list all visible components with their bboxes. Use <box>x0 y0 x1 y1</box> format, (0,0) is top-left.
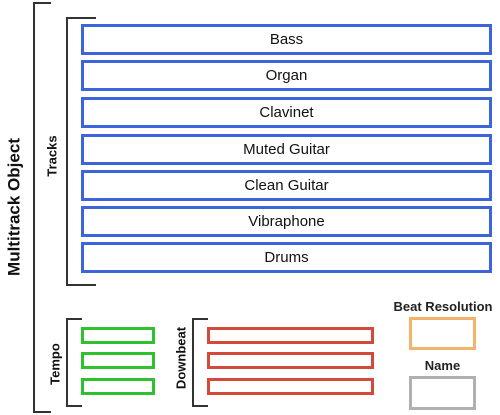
track-drums: Drums <box>81 242 492 273</box>
tracks-label: Tracks <box>44 135 60 177</box>
beat-resolution-box <box>409 317 476 350</box>
track-vibraphone: Vibraphone <box>81 206 492 237</box>
name-box <box>409 376 476 410</box>
track-muted-guitar: Muted Guitar <box>81 134 492 165</box>
track-organ: Organ <box>81 60 492 91</box>
track-clavinet: Clavinet <box>81 97 492 128</box>
beat-resolution-label: Beat Resolution <box>393 299 493 314</box>
downbeat-bracket <box>192 318 208 407</box>
tempo-box <box>81 378 155 395</box>
downbeat-label: Downbeat <box>173 326 189 390</box>
multitrack-bracket <box>33 2 51 413</box>
track-label: Bass <box>269 31 304 48</box>
tempo-bracket <box>66 318 82 407</box>
track-label: Organ <box>265 67 308 84</box>
track-label: Clavinet <box>259 104 314 121</box>
tempo-box <box>81 352 155 369</box>
downbeat-box <box>207 327 374 344</box>
track-clean-guitar: Clean Guitar <box>81 170 492 201</box>
track-label: Vibraphone <box>248 213 325 230</box>
name-label: Name <box>424 358 461 373</box>
tempo-label: Tempo <box>47 343 63 385</box>
tracks-bracket <box>66 17 96 286</box>
track-label: Clean Guitar <box>244 177 329 194</box>
track-bass: Bass <box>81 24 492 55</box>
tempo-box <box>81 327 155 344</box>
downbeat-box <box>207 352 374 369</box>
multitrack-object-label: Multitrack Object <box>4 138 24 276</box>
track-label: Muted Guitar <box>243 141 330 158</box>
downbeat-box <box>207 378 374 395</box>
track-label: Drums <box>264 249 309 266</box>
